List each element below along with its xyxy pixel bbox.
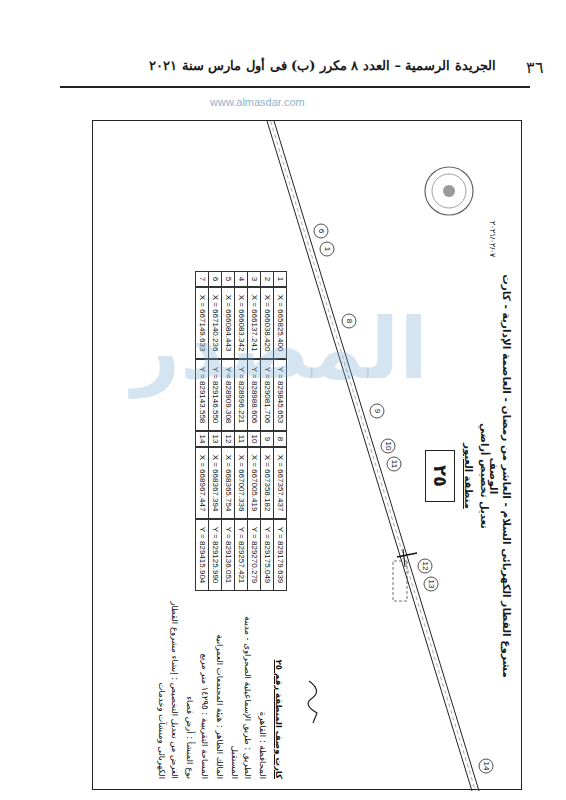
point-circle [381, 439, 395, 453]
coordinate-cell: X = 668967.447 [195, 447, 209, 519]
watermark: المصدر [60, 300, 500, 398]
coordinate-cell: Y = 829136.051 [221, 519, 235, 591]
point-circle [320, 242, 334, 256]
coordinate-cell: X = 667007.336 [234, 447, 248, 519]
info-heading: كارت وصف المنطقة رقم ٢٥ [272, 583, 285, 779]
callout-number: 10 [383, 439, 393, 453]
point-number-cell: 4 [234, 271, 248, 287]
cross-mark [403, 549, 405, 567]
point-number-cell: 13 [208, 431, 222, 447]
area-number-box: ٢٥ [425, 450, 455, 502]
point-number-cell: 3 [247, 271, 261, 287]
watermark-url: www.almasdar.com [210, 96, 305, 108]
coordinate-cell: X = 667358.182 [260, 447, 274, 519]
area-name: منطقة العبور [463, 401, 474, 551]
point-number-cell: 5 [221, 271, 235, 287]
date-note: ٢٠٢١/٠٢/٠٧ [488, 221, 497, 257]
coordinate-cell: Y = 829179.639 [273, 519, 287, 591]
point-number-cell: 8 [273, 431, 287, 447]
info-line: المحافظة : القاهرة [256, 583, 269, 779]
callout-number: 9 [372, 404, 382, 418]
point-circle [387, 457, 401, 471]
info-block: كارت وصف المنطقة رقم ٢٥المحافظة : القاهر… [153, 583, 285, 779]
map-drawing [91, 121, 521, 791]
track-line [267, 121, 472, 791]
point-circle [314, 224, 328, 238]
gazette-header: الجريدة الرسمية – العدد ٨ مكرر (ب) فى أو… [149, 58, 496, 73]
coordinate-cell: X = 668367.394 [208, 447, 222, 519]
point-number-cell: 10 [247, 431, 261, 447]
point-number-cell: 14 [195, 431, 209, 447]
point-number-cell: 11 [234, 431, 248, 447]
point-number-cell: 1 [273, 271, 287, 287]
center-line [271, 121, 476, 791]
track-line [274, 121, 479, 791]
info-line: المالك الظاهر : هيئة المجتمعات العمرانية [213, 583, 226, 779]
seal-stamp [432, 174, 466, 208]
info-line: الغرض من تعديل التخصيص : إنشاء مشروع الق… [155, 583, 181, 779]
coordinate-cell: Y = 829125.990 [208, 519, 222, 591]
map-frame: مشروع القطار الكهربائى السلام - العاشر م… [92, 120, 522, 790]
coordinate-cell: Y = 829270.279 [247, 519, 261, 591]
point-number-cell: 6 [208, 271, 222, 287]
callout-number: 12 [420, 559, 430, 573]
info-line: المساحة التقريبية : ١٤٢٩٥ متر مربع [198, 583, 211, 779]
point-number-cell: 2 [260, 271, 274, 287]
map-title: مشروع القطار الكهربائى السلام - العاشر م… [487, 256, 513, 696]
header-rule [60, 86, 530, 88]
seal-stamp [443, 185, 455, 197]
info-line: الطريق : طريق الإسماعيلية الصحراوى - مدي… [228, 583, 254, 779]
signature [308, 681, 317, 723]
area-number: ٢٥ [429, 465, 451, 487]
coordinate-cell: X = 667357.437 [273, 447, 287, 519]
coordinate-cell: Y = 829257.421 [234, 519, 248, 591]
info-line: نوع المنشأ : أرض فضاء [183, 583, 196, 779]
point-circle [418, 559, 432, 573]
callout-number: 1 [322, 242, 332, 256]
point-circle [370, 404, 384, 418]
seal-stamp [425, 167, 473, 215]
page-number: ٣٦ [526, 58, 544, 77]
coordinate-cell: Y = 829415.904 [195, 519, 209, 591]
cross-mark [397, 553, 417, 557]
point-number-cell: 7 [195, 271, 209, 287]
callout-number: 13 [426, 577, 436, 591]
coordinate-cell: X = 668365.754 [221, 447, 235, 519]
callout-number: 11 [389, 457, 399, 471]
point-number-cell: 12 [221, 431, 235, 447]
callout-number: 14 [481, 759, 491, 773]
point-circle [424, 577, 438, 591]
point-circle [479, 759, 493, 773]
callout-number: 6 [316, 224, 326, 238]
point-number-cell: 9 [260, 431, 274, 447]
coordinate-cell: X = 667005.419 [247, 447, 261, 519]
coordinate-cell: Y = 829175.049 [260, 519, 274, 591]
subtitle: تعديل تخصيص أراضي [479, 376, 490, 576]
